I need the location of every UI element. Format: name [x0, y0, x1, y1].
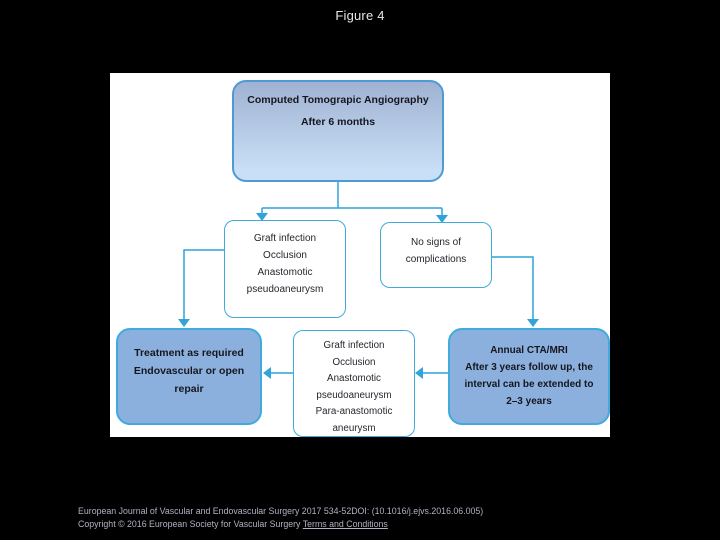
- annual-line: 2–3 years: [506, 396, 552, 407]
- connector-findings-to-treatment: [183, 249, 224, 320]
- flowchart-connectors: [178, 182, 539, 379]
- copyright-text: Copyright © 2016 European Society for Va…: [78, 519, 303, 529]
- terms-and-conditions-link[interactable]: Terms and Conditions: [302, 519, 388, 529]
- late-findings-line: Occlusion: [332, 356, 376, 368]
- figure-panel: Computed Tomograpic Angiography After 6 …: [110, 73, 610, 437]
- node-treatment: Treatment as required Endovascular or op…: [116, 328, 262, 425]
- late-findings-line: Graft infection: [323, 340, 385, 351]
- annual-line: Annual CTA/MRI: [490, 345, 568, 356]
- node-late-findings: Graft infection Occlusion Anastomotic ps…: [293, 330, 415, 437]
- late-findings-line: Para-anastomotic: [315, 406, 393, 417]
- no-complications-line: complications: [405, 254, 467, 265]
- node-cta-subtitle: After 6 months: [300, 116, 376, 128]
- findings-line: Graft infection: [253, 233, 317, 244]
- citation-footer: European Journal of Vascular and Endovas…: [78, 505, 678, 531]
- late-findings-line: pseudoaneurysm: [316, 389, 392, 401]
- arrowhead-to-no-complications: [436, 215, 448, 223]
- findings-line: pseudoaneurysm: [246, 284, 324, 295]
- treatment-line: Endovascular or open repair: [133, 365, 245, 395]
- node-cta-title: Computed Tomograpic Angiography: [247, 94, 429, 106]
- node-cta-followup: Computed Tomograpic Angiography After 6 …: [232, 80, 444, 182]
- late-findings-line: Anastomotic: [327, 373, 381, 384]
- findings-line: Anastomotic: [257, 267, 313, 278]
- node-annual-cta-mri: Annual CTA/MRI After 3 years follow up, …: [448, 328, 610, 425]
- arrowhead-to-annual: [527, 319, 539, 327]
- arrowhead-to-treatment: [178, 319, 190, 327]
- arrowhead-late-to-treatment: [263, 367, 271, 379]
- no-complications-line: No signs of: [410, 237, 462, 248]
- figure-title: Figure 4: [335, 8, 385, 23]
- treatment-line: Treatment as required: [134, 347, 244, 359]
- findings-line: Occlusion: [263, 250, 307, 261]
- arrowhead-to-findings: [256, 213, 268, 221]
- late-findings-line: aneurysm: [332, 422, 376, 434]
- citation-line: European Journal of Vascular and Endovas…: [78, 506, 484, 516]
- copyright-line: Copyright © 2016 European Society for Va…: [78, 518, 678, 531]
- connector-top-split: [261, 182, 443, 216]
- node-findings: Graft infection Occlusion Anastomotic ps…: [224, 220, 346, 318]
- arrowhead-to-late-findings: [415, 367, 423, 379]
- connector-no-complications-to-annual: [492, 256, 534, 320]
- annual-line: After 3 years follow up, the: [465, 362, 593, 373]
- node-no-complications: No signs of complications: [380, 222, 492, 288]
- annual-line: interval can be extended to: [464, 379, 594, 390]
